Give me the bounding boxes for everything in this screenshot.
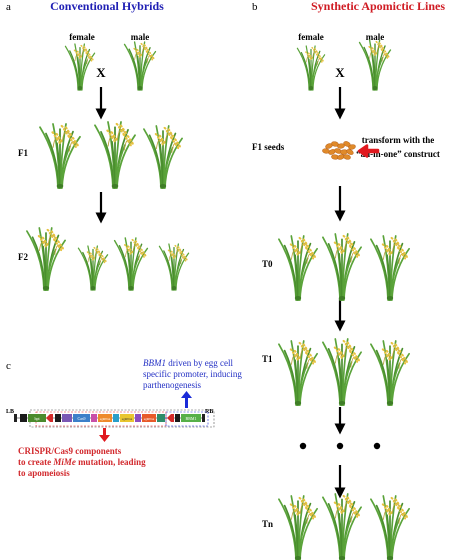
- construct-element-hpt: [28, 414, 46, 422]
- panel-a-title: Conventional Hybrids: [50, 0, 164, 13]
- panel-b-f1-seeds-label: F1 seeds: [252, 142, 285, 152]
- construct-label: sgRNA: [100, 417, 111, 421]
- crispr-annotation: CRISPR/Cas9 components to create MiMe mu…: [18, 446, 146, 478]
- rice-plant-icon: [322, 233, 362, 301]
- rice-plant-icon: [358, 39, 392, 91]
- panel-b-t1-label: T1: [262, 354, 273, 364]
- construct-element-bbm1: [181, 414, 201, 422]
- rice-plant-icon: [158, 243, 190, 291]
- construct-element: [55, 414, 61, 422]
- rb-label: RB: [205, 409, 213, 415]
- rice-plant-icon: [322, 338, 362, 406]
- rice-plant-icon: [77, 245, 109, 291]
- panel-a-f1-label: F1: [18, 148, 28, 158]
- construct-element: [20, 414, 27, 422]
- panel-a-female-label: female: [69, 32, 94, 42]
- rice-plant-icon: [322, 493, 362, 560]
- rice-plant-icon: [278, 495, 318, 560]
- panel-b-cross-symbol: X: [335, 65, 345, 80]
- bbm1-region-box: [165, 411, 209, 427]
- crispr-text-line2: to create MiMe mutation, leading: [18, 457, 146, 467]
- panel-a-f2-label: F2: [18, 252, 28, 262]
- f1-seeds-icon: [322, 141, 356, 160]
- rice-plant-icon: [64, 43, 96, 91]
- crispr-text-line3: to apomeiosis: [18, 468, 70, 478]
- panel-b-title: Synthetic Apomictic Lines: [311, 0, 445, 13]
- construct-label: Cas9: [78, 416, 86, 421]
- construct-element-sgrna: [98, 414, 112, 422]
- bbm1-blue-arrow-icon: [181, 391, 192, 408]
- bbm1-text-line1: BBM1 driven by egg cell: [143, 358, 233, 368]
- bbm1-annotation: BBM1 driven by egg cell specific promote…: [143, 358, 242, 390]
- panel-b-tn-label: Tn: [262, 519, 273, 529]
- transform-label-line2: “all-in-one” construct: [356, 149, 440, 159]
- panel-a-letter: a: [6, 1, 11, 13]
- panel-b-plants: [278, 39, 410, 560]
- rice-plant-icon: [94, 121, 136, 189]
- panel-a-male-label: male: [131, 32, 150, 42]
- bbm1-text-line3: parthenogenesis: [143, 380, 201, 390]
- crispr-text-line1: CRISPR/Cas9 components: [18, 446, 122, 456]
- construct-element: [113, 414, 119, 422]
- construct-element: [46, 414, 53, 422]
- construct-element-cas9: [73, 414, 90, 422]
- rice-plant-icon: [370, 340, 410, 406]
- rice-plant-icon: [26, 227, 66, 291]
- construct-element-sgrna: [120, 414, 134, 422]
- construct-label: hpt: [34, 416, 40, 421]
- rice-plant-icon: [370, 235, 410, 301]
- transform-red-arrow-icon: [357, 144, 380, 158]
- rice-plant-icon: [123, 41, 157, 91]
- construct-element: [135, 414, 141, 422]
- panel-b-t0-label: T0: [262, 259, 273, 269]
- ellipsis-dots: [299, 442, 381, 450]
- lb-label: LB: [6, 409, 14, 415]
- rice-plant-icon: [113, 237, 149, 291]
- transform-label-line1: transform with the: [362, 135, 435, 145]
- construct-element-sgrna: [142, 414, 156, 422]
- construct-element: [62, 414, 72, 422]
- construct-label: sgRNA: [144, 417, 155, 421]
- construct-label: sgRNA: [122, 417, 133, 421]
- panel-b-male-label: male: [366, 32, 385, 42]
- rice-plant-icon: [370, 495, 410, 560]
- panel-a-plants: [26, 41, 190, 291]
- panel-b-letter: b: [252, 1, 258, 13]
- panel-a-cross-symbol: X: [96, 65, 106, 80]
- panel-b-female-label: female: [298, 32, 323, 42]
- panel-c-letter: c: [6, 360, 11, 372]
- rice-plant-icon: [278, 340, 318, 406]
- rice-plant-icon: [296, 45, 326, 91]
- construct-element: [167, 414, 174, 422]
- t-dna-construct: hpt Cas9 sgRNA sgRNA sgRNA BBM1: [14, 409, 215, 428]
- rice-plant-icon: [143, 125, 183, 189]
- crispr-red-arrow-icon: [99, 428, 110, 442]
- construct-element: [157, 414, 165, 422]
- bbm1-text-line2: specific promoter, inducing: [143, 369, 242, 379]
- construct-label: BBM1: [186, 416, 197, 421]
- construct-element: [175, 414, 180, 422]
- construct-element: [91, 414, 97, 422]
- rice-plant-icon: [39, 123, 81, 189]
- rice-plant-icon: [278, 235, 318, 301]
